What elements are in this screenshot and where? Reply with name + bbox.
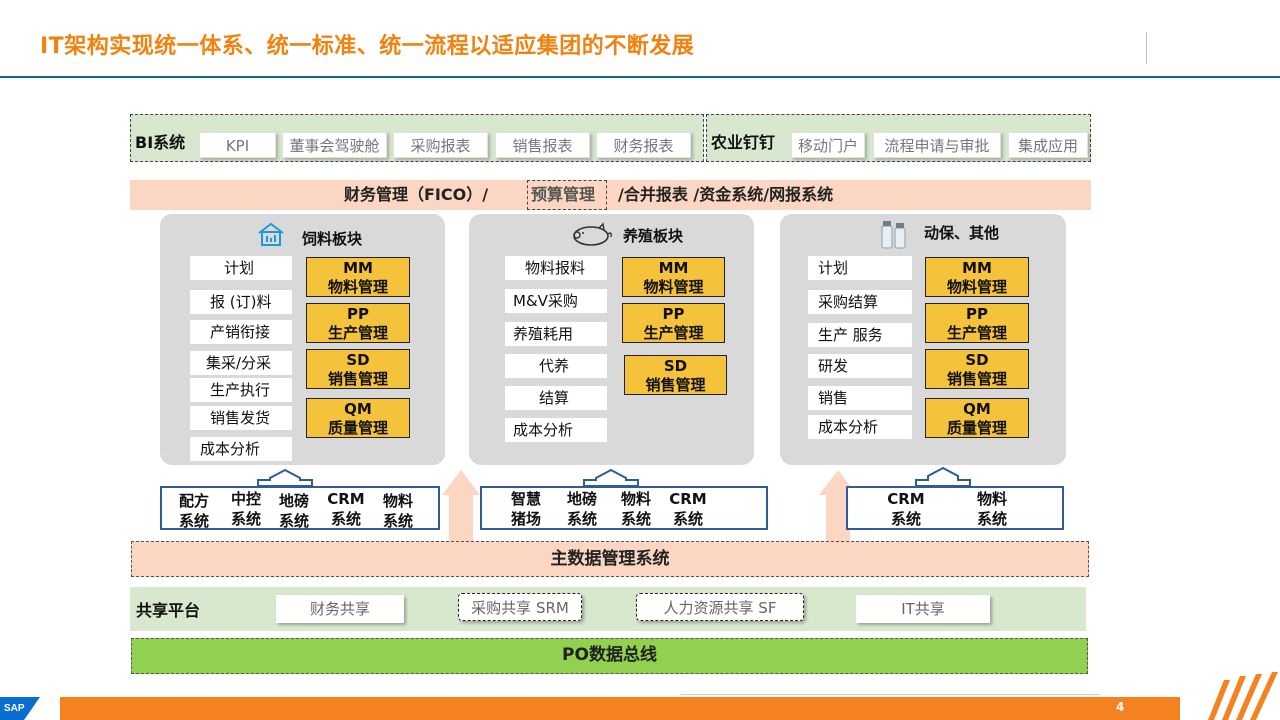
agri-dingtalk-bar: 农业钉钉 移动门户 流程申请与审批 集成应用 bbox=[706, 114, 1091, 162]
medicine-icon bbox=[881, 221, 906, 249]
bi-item-kpi[interactable]: KPI bbox=[199, 132, 276, 158]
fico-text-part2: /合并报表 /资金系统/网报系统 bbox=[618, 185, 834, 204]
ah-func-sales: 销售 bbox=[808, 386, 912, 410]
up-arrow-breeding bbox=[583, 468, 639, 487]
agri-item-integrated-apps[interactable]: 集成应用 bbox=[1008, 132, 1088, 158]
shared-it[interactable]: IT共享 bbox=[856, 595, 990, 623]
breeding-panel-title: 养殖板块 bbox=[623, 227, 684, 245]
feed-func-production: 生产执行 bbox=[190, 378, 292, 402]
feed-func-order: 报 (订)料 bbox=[190, 290, 292, 314]
source-weighbridge-system: 地磅系统 bbox=[566, 490, 597, 528]
source-material-system: 物料系统 bbox=[620, 490, 651, 528]
feed-func-procurement: 集采/分采 bbox=[190, 351, 292, 375]
po-data-bus-label: PO数据总线 bbox=[562, 645, 657, 665]
footer-bar bbox=[60, 697, 1180, 720]
feed-panel: 饲料板块 计划 报 (订)料 产销衔接 集采/分采 生产执行 销售发货 成本分析… bbox=[160, 214, 445, 465]
up-arrow-animal-health bbox=[915, 466, 971, 487]
footer-divider bbox=[680, 694, 1100, 695]
bi-item-board-cockpit[interactable]: 董事会驾驶舱 bbox=[282, 132, 387, 158]
shared-platform-bar: 共享平台 财务共享 采购共享 SRM 人力资源共享 SF IT共享 bbox=[130, 587, 1086, 631]
ah-func-plan: 计划 bbox=[808, 256, 912, 280]
breeding-func-cost: 成本分析 bbox=[505, 418, 607, 442]
source-material-system: 物料系统 bbox=[382, 492, 413, 530]
agri-item-workflow-approval[interactable]: 流程申请与审批 bbox=[873, 132, 1001, 158]
shared-hr-sf[interactable]: 人力资源共享 SF bbox=[636, 593, 804, 621]
source-control-system: 中控系统 bbox=[230, 490, 261, 528]
shared-platform-label: 共享平台 bbox=[136, 601, 201, 620]
feed-func-shipping: 销售发货 bbox=[190, 406, 292, 430]
shared-finance[interactable]: 财务共享 bbox=[276, 595, 404, 623]
mdm-up-arrow-left bbox=[442, 470, 480, 541]
finance-bar: 财务管理（FICO）/ 预算管理 /合并报表 /资金系统/网报系统 bbox=[130, 180, 1091, 210]
breeding-func-material: 物料报料 bbox=[505, 256, 607, 280]
feed-func-prod-sales: 产销衔接 bbox=[190, 320, 292, 344]
breeding-func-mv-purchase: M&V采购 bbox=[505, 289, 607, 313]
source-weighbridge-system: 地磅系统 bbox=[278, 492, 309, 530]
master-data-label: 主数据管理系统 bbox=[550, 549, 670, 569]
budget-management-text: 预算管理 bbox=[531, 185, 596, 204]
bi-system-bar: BI系统 KPI 董事会驾驶舱 采购报表 销售报表 财务报表 bbox=[130, 114, 704, 162]
po-data-bus: PO数据总线 bbox=[131, 638, 1088, 674]
feed-panel-title: 饲料板块 bbox=[302, 230, 363, 248]
animal-health-panel-title: 动保、其他 bbox=[924, 224, 1000, 242]
breeding-func-contract: 代养 bbox=[505, 354, 607, 378]
breeding-func-settlement: 结算 bbox=[505, 386, 607, 410]
up-arrow-feed bbox=[257, 468, 313, 487]
agri-item-mobile-portal[interactable]: 移动门户 bbox=[791, 132, 865, 158]
building-icon bbox=[258, 222, 284, 246]
ah-func-cost: 成本分析 bbox=[808, 415, 912, 439]
pig-icon bbox=[573, 222, 612, 246]
title-divider bbox=[1146, 32, 1147, 64]
title-rule bbox=[0, 76, 1280, 78]
source-smart-farm: 智慧猪场 bbox=[510, 490, 541, 528]
fico-text-part1: 财务管理（FICO）/ bbox=[344, 185, 489, 204]
budget-dashed-box bbox=[527, 180, 607, 210]
ah-func-rnd: 研发 bbox=[808, 354, 912, 378]
breeding-func-consumption: 养殖耗用 bbox=[505, 322, 607, 346]
bi-label: BI系统 bbox=[135, 133, 186, 152]
feed-func-cost: 成本分析 bbox=[190, 437, 292, 461]
source-formula-system: 配方系统 bbox=[178, 492, 209, 530]
shared-procurement-srm[interactable]: 采购共享 SRM bbox=[458, 593, 582, 621]
ah-func-purchase-settlement: 采购结算 bbox=[808, 290, 912, 314]
stripes-decoration bbox=[1208, 672, 1278, 720]
master-data-bar: 主数据管理系统 bbox=[131, 541, 1089, 577]
feed-func-plan: 计划 bbox=[190, 256, 292, 280]
page-number: 4 bbox=[1116, 700, 1125, 714]
agri-label: 农业钉钉 bbox=[711, 133, 776, 152]
page-title: IT架构实现统一体系、统一标准、统一流程以适应集团的不断发展 bbox=[40, 34, 695, 59]
ah-func-production-service: 生产 服务 bbox=[808, 323, 912, 347]
bi-item-finance-report[interactable]: 财务报表 bbox=[596, 132, 691, 158]
source-material-system: 物料系统 bbox=[976, 490, 1007, 528]
bi-item-purchase-report[interactable]: 采购报表 bbox=[393, 132, 488, 158]
bi-item-sales-report[interactable]: 销售报表 bbox=[495, 132, 590, 158]
